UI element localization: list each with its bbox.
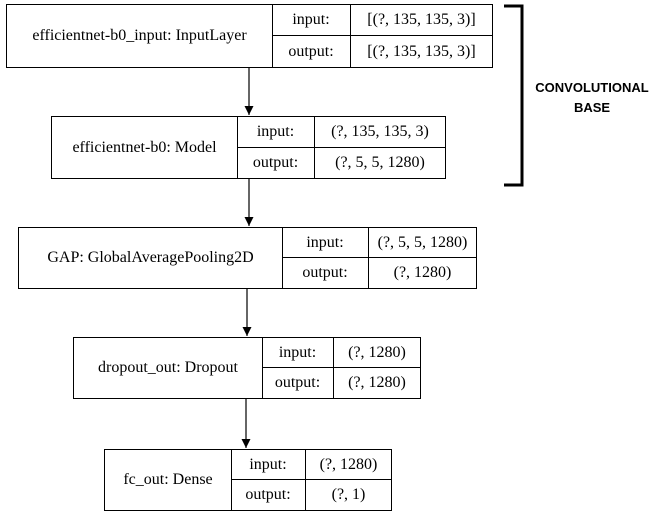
- output-label: output:: [272, 36, 351, 67]
- layer-node-model: efficientnet-b0: Model input: (?, 135, 1…: [51, 116, 446, 179]
- layer-name: efficientnet-b0_input: InputLayer: [7, 5, 273, 67]
- input-shape: (?, 1280): [306, 450, 391, 480]
- input-label: input:: [262, 338, 334, 368]
- input-shape: (?, 5, 5, 1280): [369, 228, 476, 258]
- output-label: output:: [262, 368, 334, 398]
- output-label: output:: [282, 258, 369, 288]
- input-label: input:: [282, 228, 369, 258]
- output-shape: (?, 1280): [348, 374, 406, 391]
- layer-name: efficientnet-b0: Model: [52, 117, 238, 178]
- output-shape: (?, 1280): [393, 264, 452, 281]
- annotation-line-1: CONVOLUTIONAL: [535, 80, 649, 95]
- input-label: input:: [272, 5, 351, 36]
- input-shape: [(?, 135, 135, 3)]: [351, 5, 492, 36]
- input-label: input:: [237, 117, 315, 148]
- convolutional-base-bracket: [504, 4, 524, 187]
- input-shape: (?, 135, 135, 3): [315, 117, 445, 148]
- output-shape: [(?, 135, 135, 3)]: [367, 42, 476, 60]
- output-shape: (?, 5, 5, 1280): [335, 153, 425, 171]
- layer-node-input: efficientnet-b0_input: InputLayer input:…: [6, 4, 493, 68]
- layer-name: GAP: GlobalAveragePooling2D: [19, 228, 283, 288]
- annotation-line-2: BASE: [573, 100, 611, 115]
- input-label: input:: [231, 450, 306, 480]
- layer-name: dropout_out: Dropout: [74, 338, 263, 398]
- output-label: output:: [237, 147, 315, 178]
- layer-node-fc: fc_out: Dense input: (?, 1280) output: (…: [104, 449, 392, 511]
- output-shape: (?, 1): [331, 486, 366, 503]
- convolutional-base-annotation: CONVOLUTIONAL BASE: [522, 78, 662, 118]
- layer-node-gap: GAP: GlobalAveragePooling2D input: (?, 5…: [18, 227, 477, 289]
- output-label: output:: [231, 480, 306, 510]
- layer-node-dropout: dropout_out: Dropout input: (?, 1280) ou…: [73, 337, 421, 399]
- layer-name: fc_out: Dense: [105, 450, 232, 510]
- input-shape: (?, 1280): [334, 338, 420, 368]
